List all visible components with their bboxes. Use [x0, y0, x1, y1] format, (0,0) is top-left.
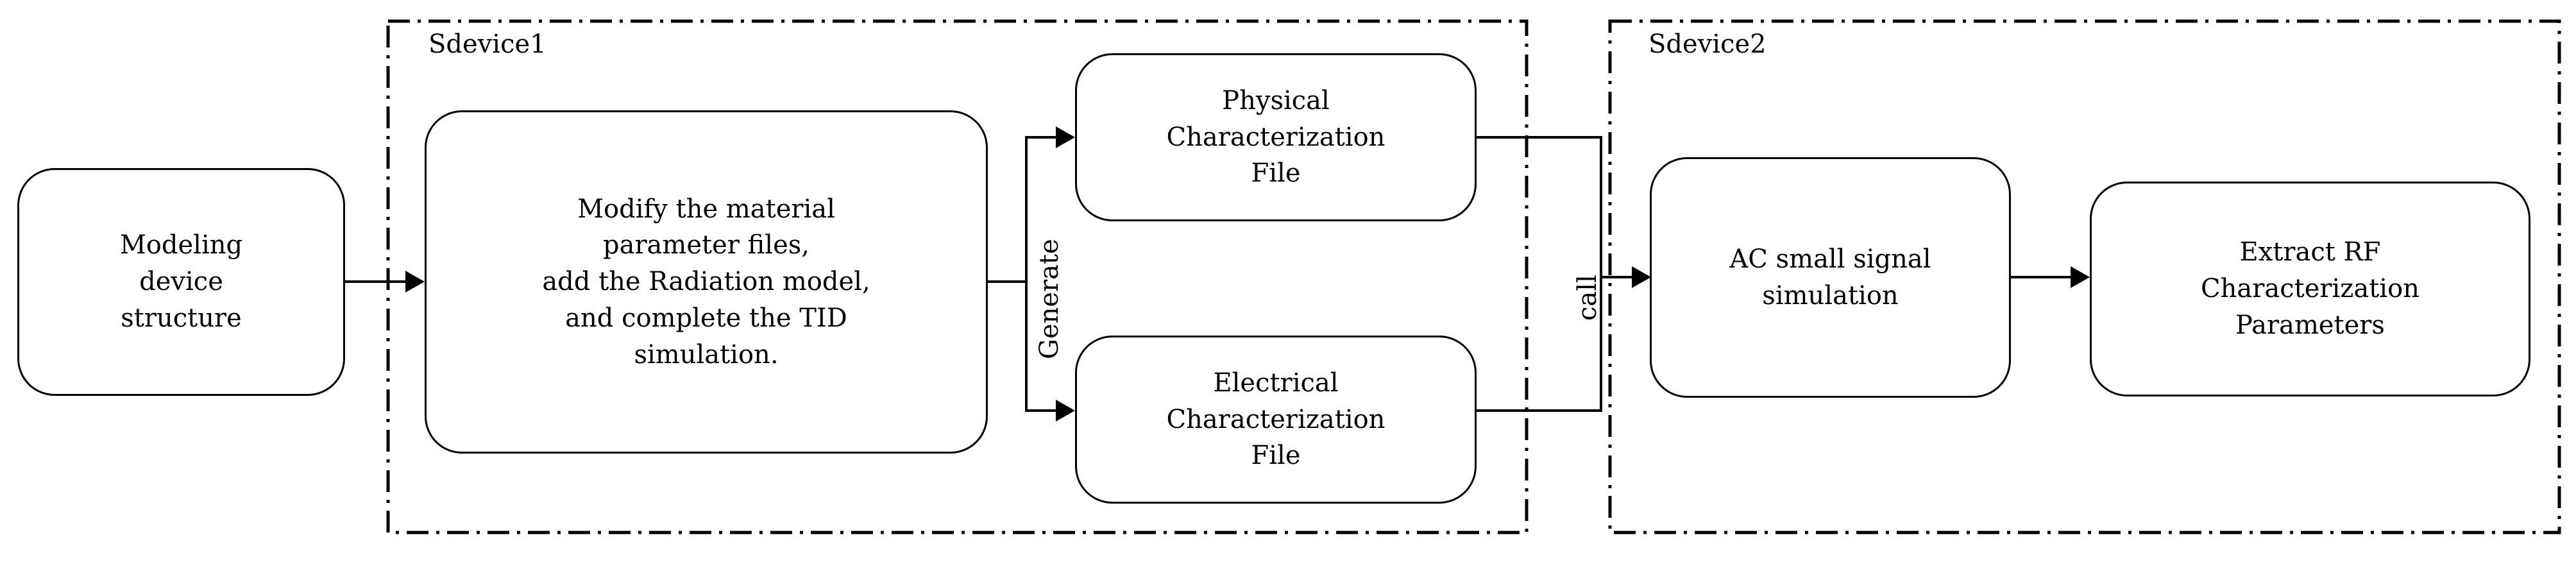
edge-acsmall-to-extractrf-arrowhead [2071, 266, 2090, 288]
edge-label-generate: Generate [1035, 239, 1064, 359]
node-electrical-characterization-file[interactable]: Electrical Characterization File [1075, 336, 1477, 504]
edge-modify-to-split-line [988, 280, 1028, 283]
edge-modeling-to-modify-arrowhead [405, 271, 425, 293]
edge-split-to-physical-arrowhead [1056, 126, 1075, 148]
edge-merge-to-acsmall-arrowhead [1632, 266, 1651, 288]
edge-acsmall-to-extractrf-line [2011, 276, 2074, 278]
edge-modeling-to-modify-line [345, 280, 407, 283]
edge-split-trunk-vertical [1025, 136, 1028, 412]
edge-physical-to-merge-line [1477, 136, 1602, 139]
node-modeling-device-structure[interactable]: Modeling device structure [17, 168, 345, 396]
edge-merge-trunk-vertical [1600, 136, 1602, 412]
group-label-sdevice1: Sdevice1 [428, 30, 547, 59]
edge-split-to-electrical-arrowhead [1056, 400, 1075, 422]
node-physical-characterization-file[interactable]: Physical Characterization File [1075, 53, 1477, 221]
edge-label-call: call [1573, 275, 1602, 321]
edge-electrical-to-merge-line [1477, 409, 1602, 412]
node-extract-rf-characterization-parameters[interactable]: Extract RF Characterization Parameters [2090, 182, 2530, 396]
edge-split-to-physical-line [1025, 136, 1058, 139]
node-ac-small-signal-simulation[interactable]: AC small signal simulation [1650, 157, 2011, 398]
edge-split-to-electrical-line [1025, 409, 1058, 412]
node-modify-material-parameters[interactable]: Modify the material parameter files, add… [425, 110, 988, 454]
group-label-sdevice2: Sdevice2 [1648, 30, 1767, 59]
